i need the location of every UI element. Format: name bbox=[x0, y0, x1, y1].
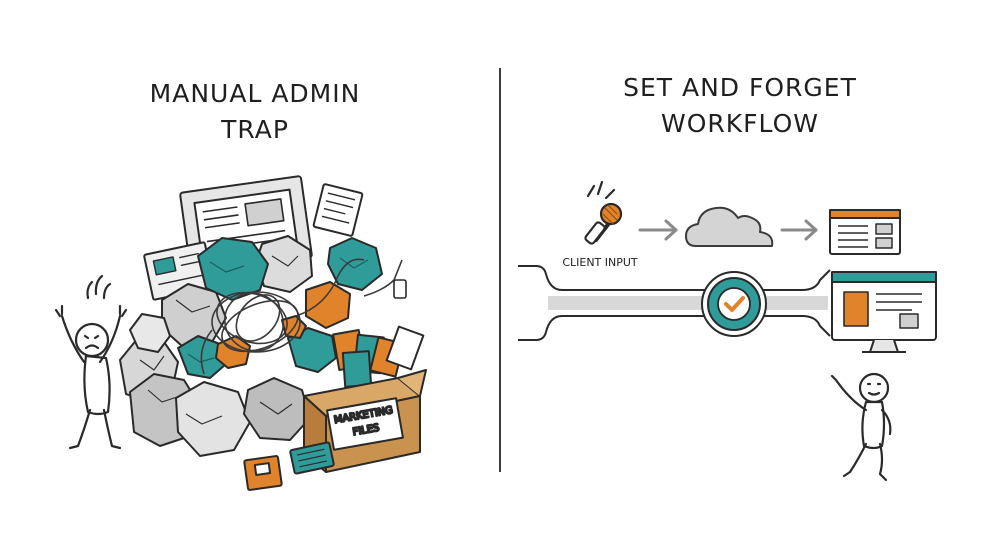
happy-person-illustration bbox=[830, 372, 892, 482]
flow-arrow-icon bbox=[638, 219, 678, 241]
desktop-monitor-icon bbox=[831, 271, 937, 353]
left-panel-title: MANUAL ADMIN TRAP bbox=[130, 76, 380, 148]
check-circle-icon bbox=[701, 271, 767, 337]
automation-pipeline bbox=[518, 265, 831, 341]
left-clutter-scene: MARKETING FILES bbox=[54, 175, 427, 491]
right-title-line1: SET AND FORGET bbox=[623, 73, 857, 102]
stressed-person-illustration bbox=[54, 274, 128, 450]
cloud-icon bbox=[685, 206, 774, 247]
panel-divider bbox=[499, 68, 501, 472]
tangled-cable-knot bbox=[200, 258, 407, 375]
flow-arrow-icon bbox=[780, 219, 818, 241]
left-title-line2: TRAP bbox=[221, 115, 289, 144]
microphone-icon bbox=[584, 180, 623, 245]
left-title-line1: MANUAL ADMIN bbox=[149, 79, 361, 108]
right-panel-title: SET AND FORGET WORKFLOW bbox=[620, 70, 860, 142]
website-window-icon bbox=[829, 209, 901, 255]
client-input-label: CLIENT INPUT bbox=[562, 256, 638, 269]
right-workflow-scene: CLIENT INPUT bbox=[518, 180, 937, 482]
floppy-disk-illustration bbox=[243, 441, 335, 491]
right-title-line2: WORKFLOW bbox=[661, 109, 819, 138]
crumpled-paper-pile bbox=[119, 235, 313, 457]
